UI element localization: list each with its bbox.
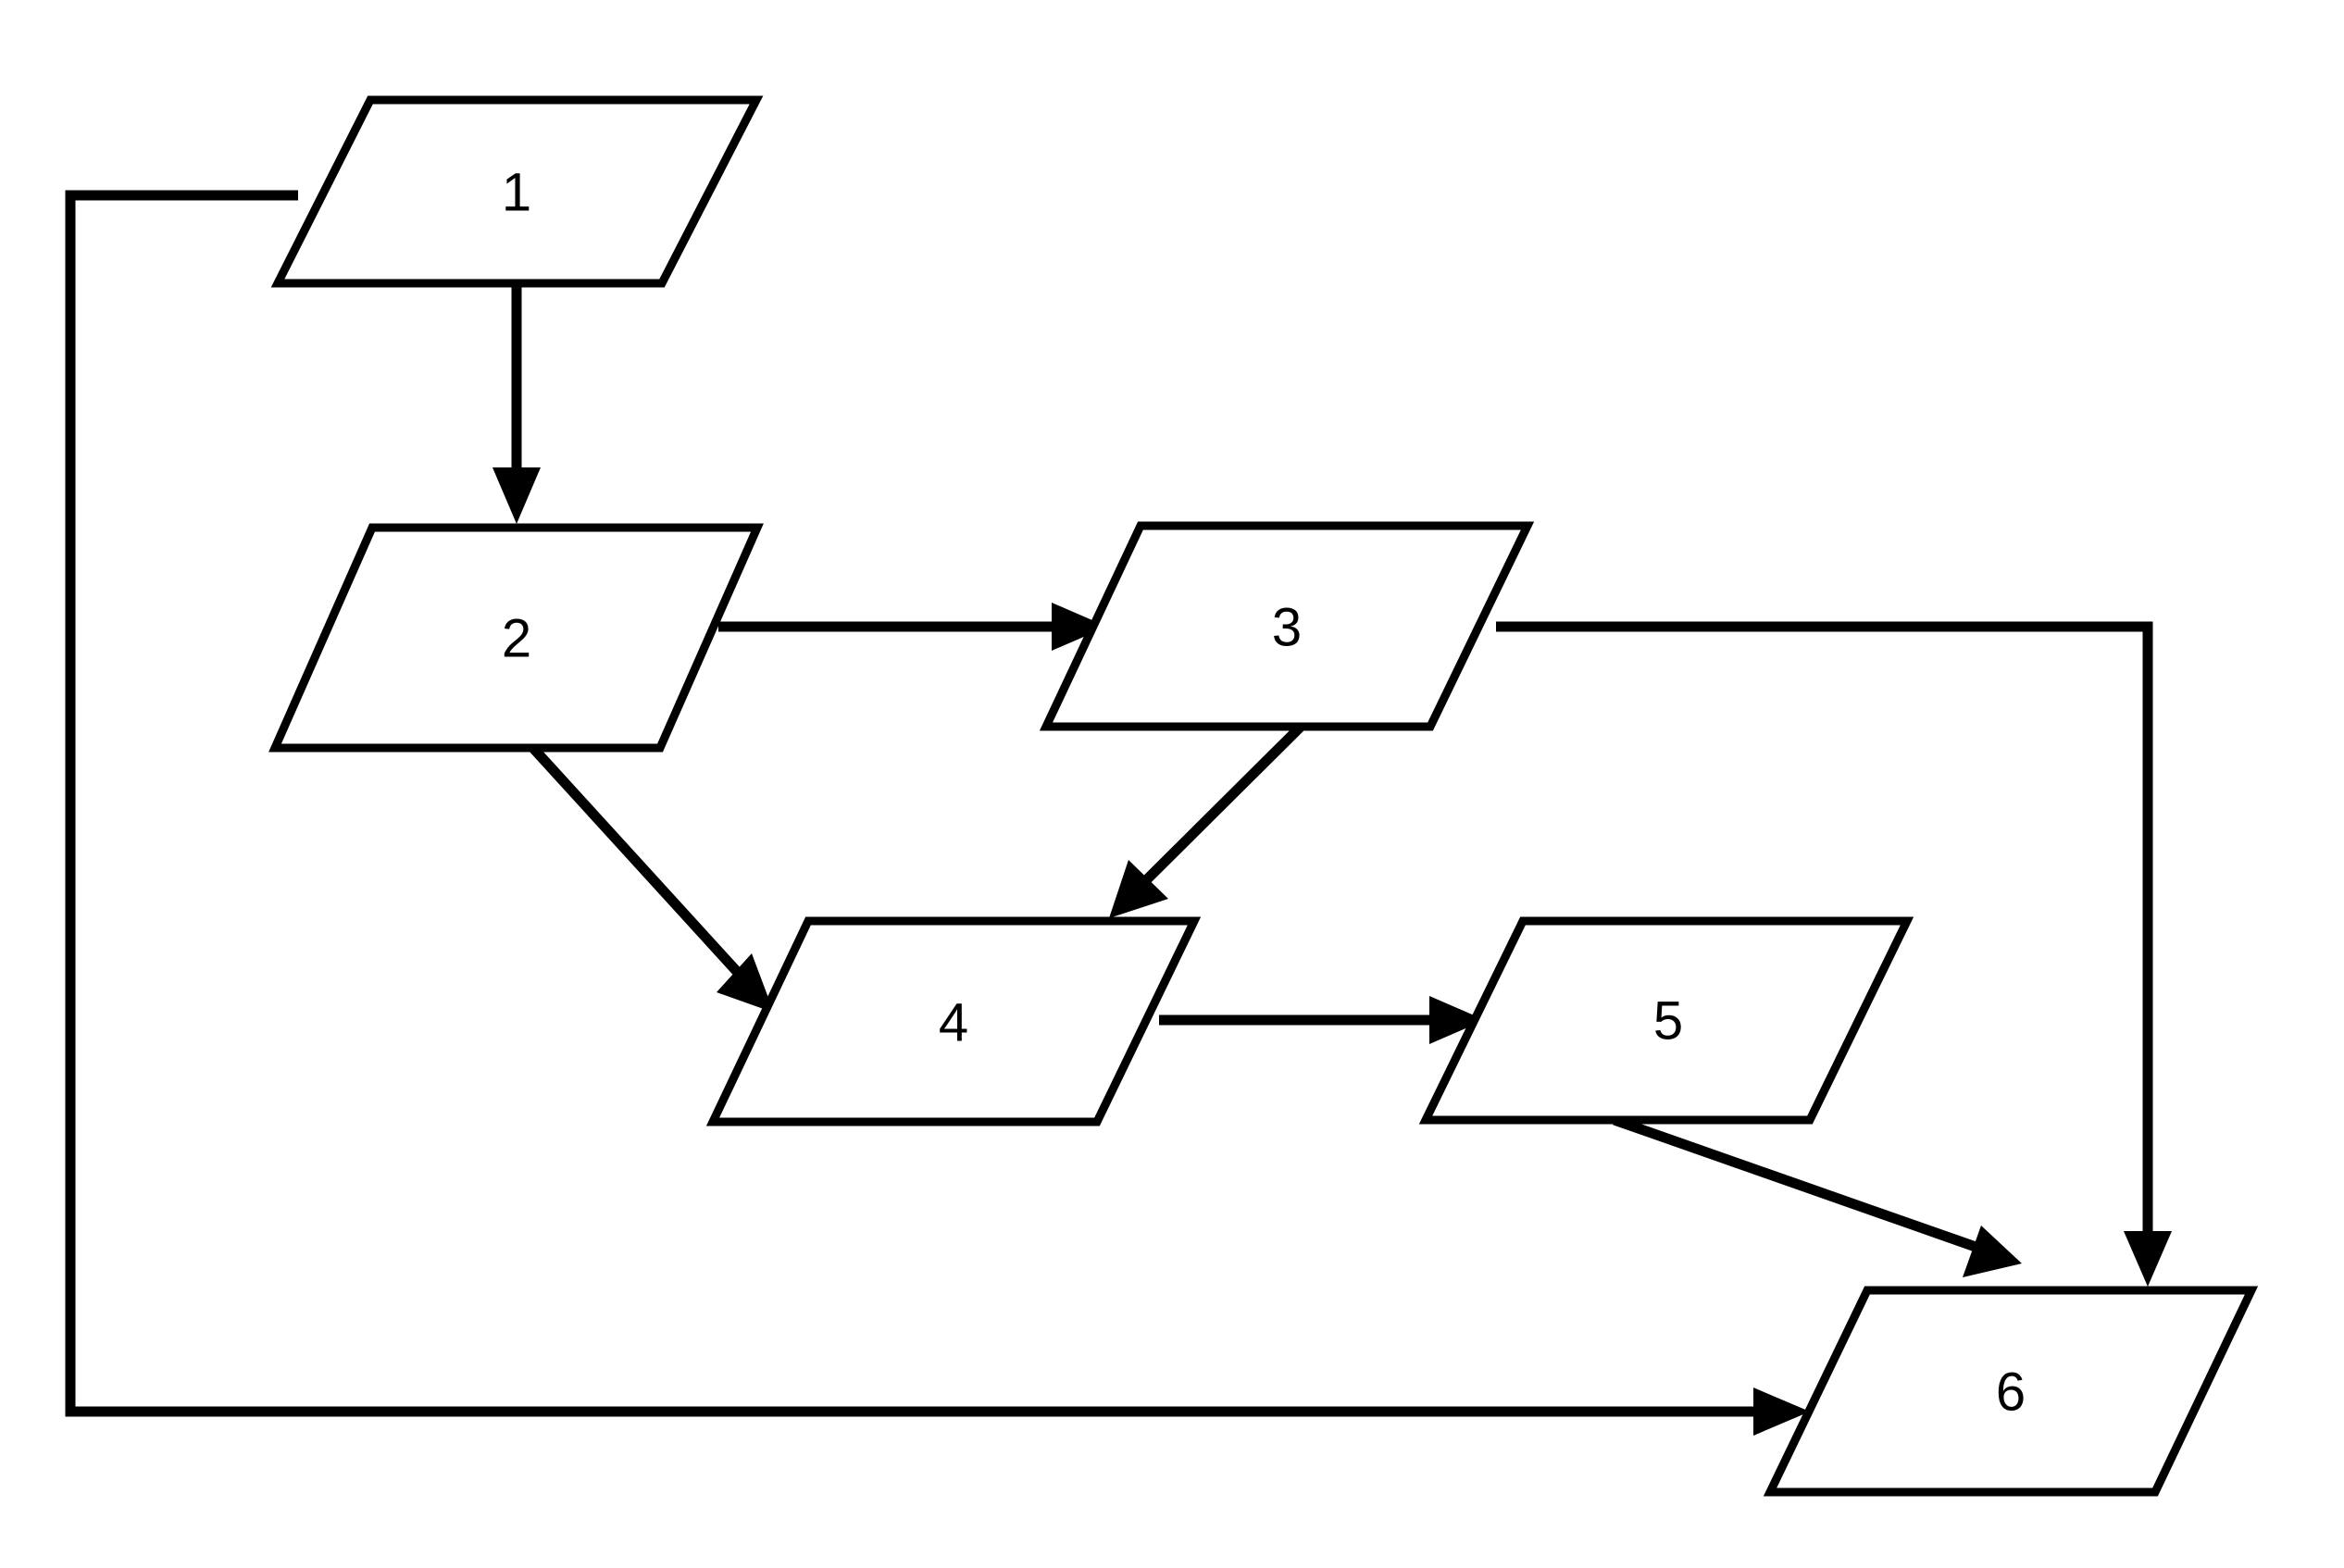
node-2[interactable]: 2 bbox=[268, 523, 764, 753]
node-3-parallelogram[interactable] bbox=[1039, 521, 1535, 731]
node-2-parallelogram[interactable] bbox=[268, 523, 764, 753]
edge-2-to-4-arrowhead bbox=[717, 953, 774, 1013]
edge-2-to-4-line bbox=[506, 720, 745, 979]
edge-1-to-6 bbox=[65, 190, 1810, 1436]
node-6-parallelogram[interactable] bbox=[1763, 1286, 2259, 1497]
edge-5-to-6-arrowhead bbox=[1963, 1226, 2022, 1277]
edge-3-to-4-line bbox=[1141, 723, 1304, 885]
node-5-label: 5 bbox=[1653, 990, 1683, 1051]
edge-5-to-6-line bbox=[1613, 1114, 1977, 1252]
node-4-label: 4 bbox=[939, 992, 968, 1052]
edge-4-to-5 bbox=[1159, 996, 1485, 1044]
edge-2-to-3-arrowhead bbox=[1052, 603, 1107, 651]
node-6[interactable]: 6 bbox=[1763, 1286, 2259, 1497]
edge-1-to-2-arrowhead bbox=[492, 467, 541, 524]
edge-4-to-5-arrowhead bbox=[1429, 996, 1485, 1044]
edge-3-to-6 bbox=[1496, 621, 2172, 1287]
node-1-label: 1 bbox=[502, 162, 531, 222]
node-3-label: 3 bbox=[1272, 597, 1302, 657]
node-1-parallelogram[interactable] bbox=[270, 95, 764, 288]
node-4-parallelogram[interactable] bbox=[705, 916, 1202, 1126]
edge-3-to-4-arrowhead bbox=[1109, 860, 1168, 918]
edge-3-to-4 bbox=[1109, 723, 1304, 918]
edge-1-to-6-arrowhead bbox=[1753, 1388, 1810, 1436]
node-3[interactable]: 3 bbox=[1039, 521, 1535, 731]
edge-2-to-4 bbox=[506, 720, 774, 1013]
edge-5-to-6 bbox=[1613, 1114, 2022, 1277]
node-5[interactable]: 5 bbox=[1418, 916, 1914, 1125]
node-4[interactable]: 4 bbox=[705, 916, 1202, 1126]
node-6-label: 6 bbox=[1996, 1362, 2026, 1422]
edge-1-to-2 bbox=[492, 283, 541, 524]
node-1[interactable]: 1 bbox=[270, 95, 764, 288]
edge-3-to-6-arrowhead bbox=[2124, 1231, 2172, 1287]
edge-2-to-3 bbox=[718, 603, 1107, 651]
edge-1-to-6-path bbox=[65, 190, 1764, 1417]
node-2-label: 2 bbox=[502, 608, 531, 668]
edge-3-to-6-path bbox=[1496, 621, 2153, 1240]
node-5-parallelogram[interactable] bbox=[1418, 916, 1914, 1125]
